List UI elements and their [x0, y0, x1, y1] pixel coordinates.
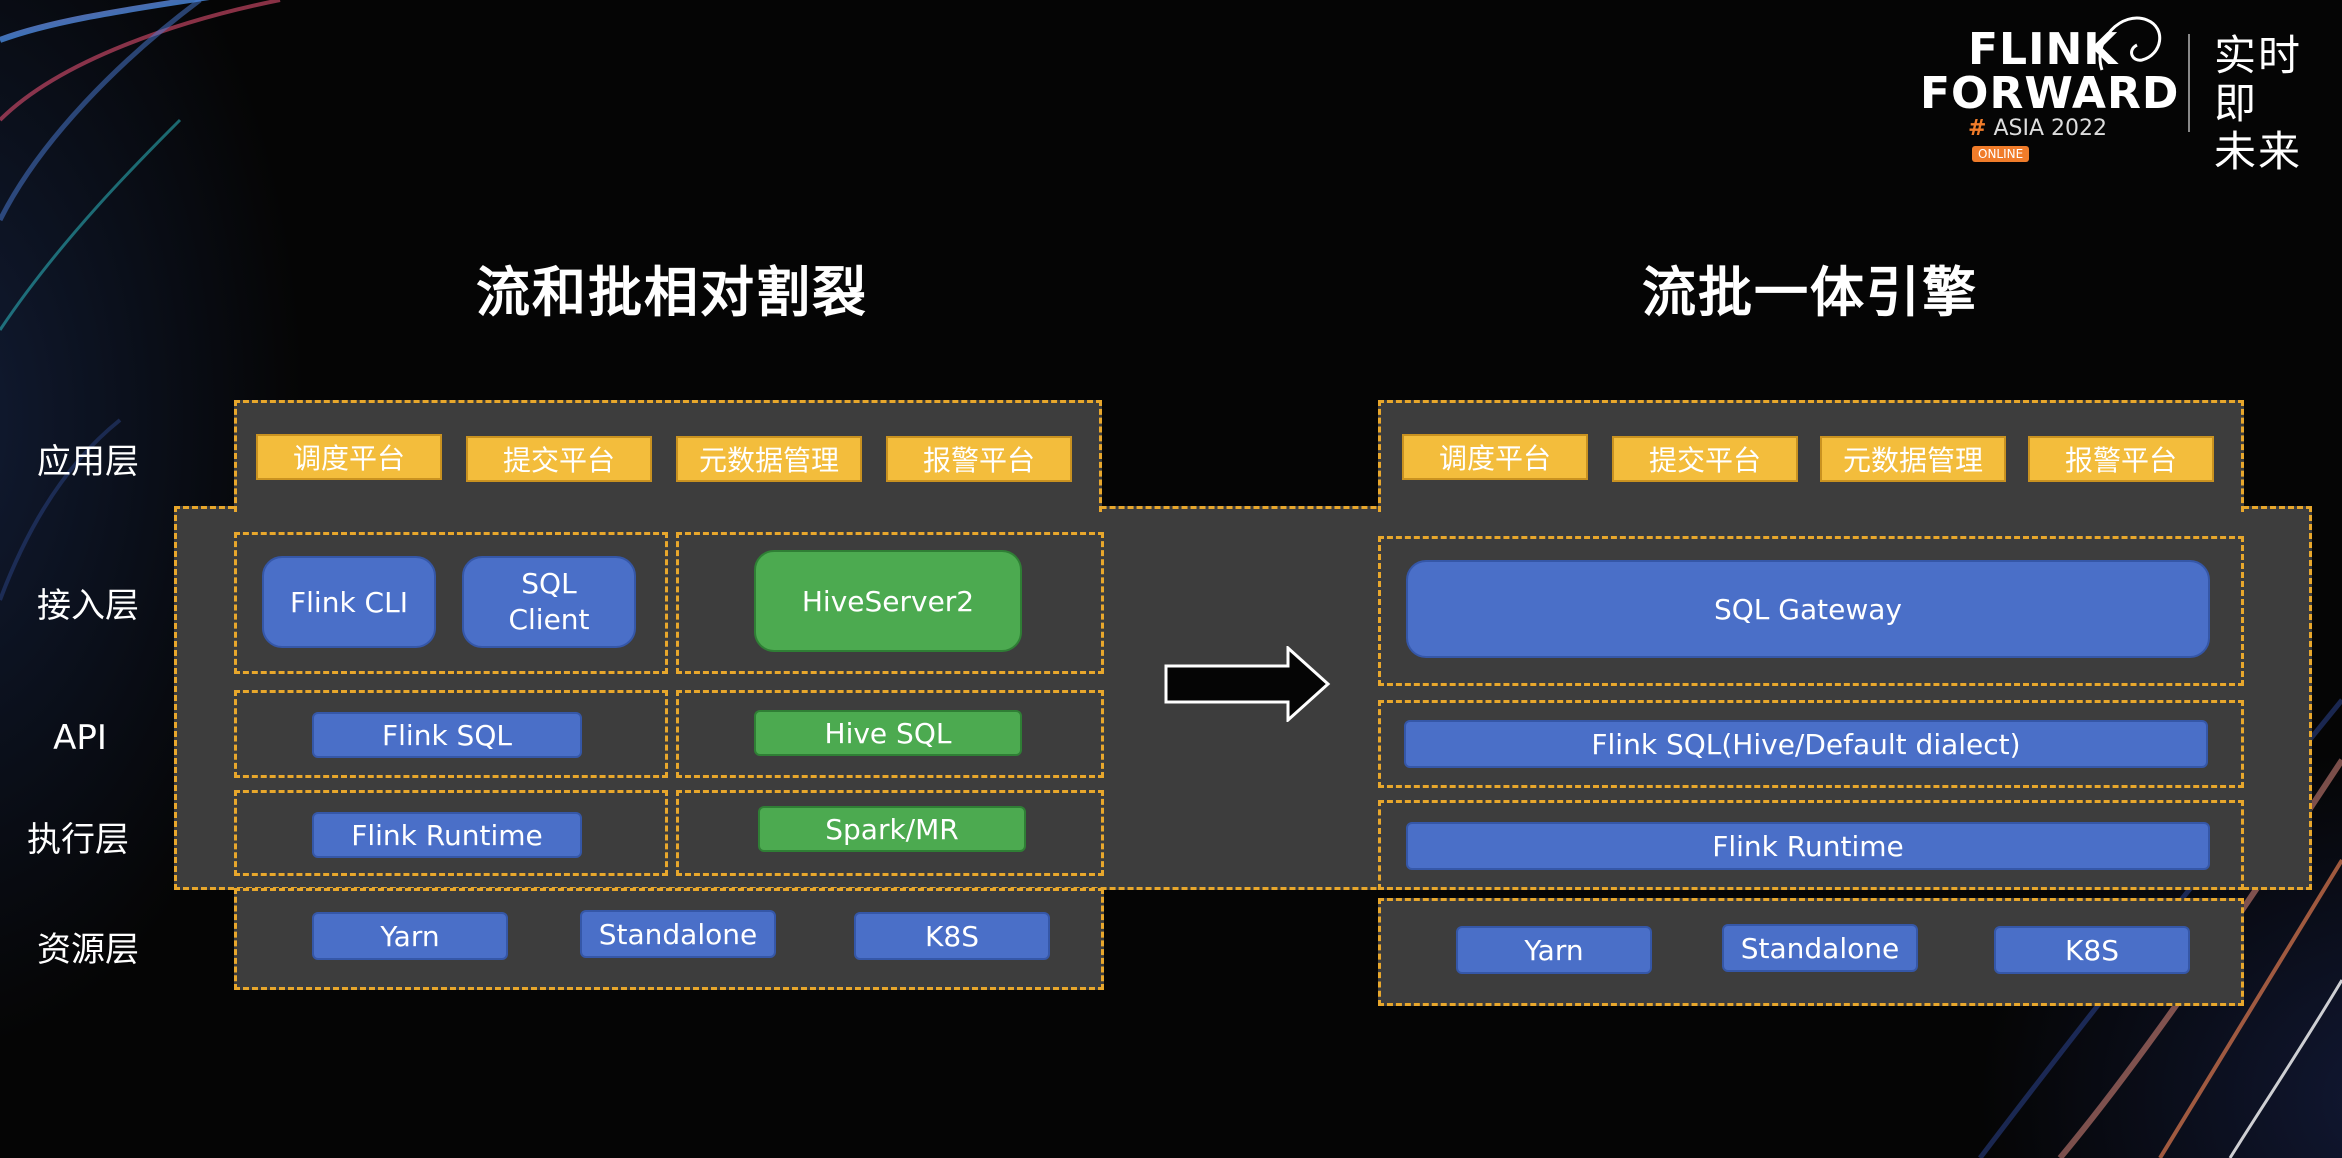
layer-label-api: API [53, 718, 107, 758]
left-app-alert: 报警平台 [886, 436, 1072, 482]
right-app-metadata: 元数据管理 [1820, 436, 2006, 482]
flink-forward-logo: FLINK FORWARD # ASIA 2022 ONLINE [1920, 16, 2180, 166]
right-app-alert: 报警平台 [2028, 436, 2214, 482]
right-arrow-icon [1164, 646, 1331, 722]
logo-slogan-line2: 未来 [2214, 127, 2303, 176]
left-flink-sql-block: Flink SQL [312, 712, 582, 758]
layer-label-app: 应用层 [37, 442, 139, 482]
right-k8s-block: K8S [1994, 926, 2190, 974]
right-title: 流批一体引擎 [1642, 261, 1978, 324]
right-app-scheduling: 调度平台 [1402, 434, 1588, 480]
flink-cli-block: Flink CLI [262, 556, 436, 648]
layer-label-access: 接入层 [37, 586, 139, 626]
left-k8s-block: K8S [854, 912, 1050, 960]
right-yarn-block: Yarn [1456, 926, 1652, 974]
logo-online-badge: ONLINE [1972, 146, 2030, 162]
logo-asia: ASIA 2022 [1993, 116, 2107, 141]
layer-label-exec: 执行层 [27, 820, 129, 860]
left-app-scheduling: 调度平台 [256, 434, 442, 480]
squirrel-icon [2098, 16, 2162, 71]
left-yarn-block: Yarn [312, 912, 508, 960]
hiveserver2-block: HiveServer2 [754, 550, 1022, 652]
left-title: 流和批相对割裂 [476, 261, 868, 324]
sql-client-block: SQL Client [462, 556, 636, 648]
left-flink-runtime-block: Flink Runtime [312, 812, 582, 858]
right-standalone-block: Standalone [1722, 924, 1918, 972]
logo-line-flink: FLINK [1968, 24, 2119, 75]
layer-label-resource: 资源层 [37, 930, 139, 970]
logo-line-forward: FORWARD [1920, 68, 2180, 119]
left-standalone-block: Standalone [580, 910, 776, 958]
right-flink-runtime-block: Flink Runtime [1406, 822, 2210, 870]
logo-slogan: 实时即 未来 [2214, 32, 2342, 176]
right-flink-sql-block: Flink SQL(Hive/Default dialect) [1404, 720, 2208, 768]
hive-sql-block: Hive SQL [754, 710, 1022, 756]
sql-gateway-block: SQL Gateway [1406, 560, 2210, 658]
spark-mr-block: Spark/MR [758, 806, 1026, 852]
left-app-metadata: 元数据管理 [676, 436, 862, 482]
logo-subline: # ASIA 2022 ONLINE [1920, 116, 2160, 166]
left-app-submit: 提交平台 [466, 436, 652, 482]
right-app-submit: 提交平台 [1612, 436, 1798, 482]
logo-slogan-line1: 实时即 [2214, 31, 2303, 128]
logo-hash: # [1968, 116, 1987, 141]
logo-divider [2188, 34, 2190, 132]
